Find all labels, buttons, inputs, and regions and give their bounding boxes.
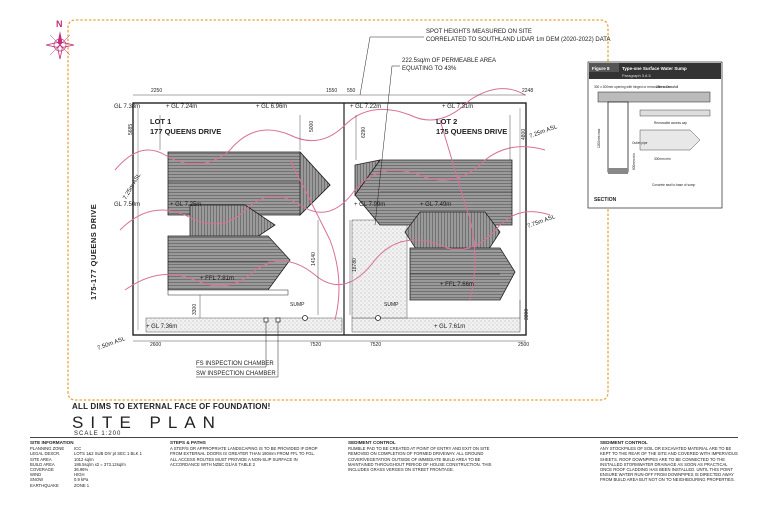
figure-label-outlet: Outlet pipe — [632, 141, 648, 145]
steps-paths-note: STEPS & PATHS A STEP/S OR APPROPRIATE LA… — [170, 440, 320, 467]
lot1-address: 177 QUEENS DRIVE — [150, 127, 221, 136]
dim-5000: 5000 — [309, 121, 315, 132]
spot-heights-line1: SPOT HEIGHTS MEASURED ON SITE — [426, 29, 532, 35]
figure-label-grating: 300 x 300mm opening with hinged or remov… — [594, 85, 672, 89]
lot2-address: 175 QUEENS DRIVE — [436, 127, 507, 136]
dim-3300-b: 3300 — [524, 309, 530, 320]
gl-696: + GL 6.96m — [256, 104, 287, 110]
gl-738: GL 7.38m — [114, 104, 140, 110]
dims-note: ALL DIMS TO EXTERNAL FACE OF FOUNDATION! — [72, 402, 271, 411]
dimension-lines — [133, 94, 526, 342]
figure-label-removable: Removable access cap — [654, 121, 687, 125]
steps-text: A STEP/S OR APPROPRIATE LANDSCAPING IS T… — [170, 446, 318, 467]
sw-chamber — [275, 317, 281, 323]
gl-722: + GL 7.22m — [350, 104, 381, 110]
driveway-lot2 — [351, 317, 521, 333]
gl-731: + GL 7.31m — [442, 104, 473, 110]
side-path — [351, 219, 408, 319]
figure-label-concrete: Concrete seal to base of sump — [652, 183, 695, 187]
sw-chamber-label: SW INSPECTION CHAMBER — [196, 371, 276, 377]
figure-section: SECTION — [594, 197, 617, 203]
notes-divider — [30, 437, 738, 438]
street-label: 175-177 QUEENS DRIVE — [89, 204, 98, 300]
gl-799: + GL 7.99m — [354, 202, 385, 208]
sump-label-2: SUMP — [384, 302, 399, 308]
dim-7520-a: 7520 — [310, 342, 321, 348]
lot1-house — [167, 150, 331, 296]
lot1-label: LOT 1 — [150, 117, 171, 126]
dim-7520-b: 7520 — [370, 342, 381, 348]
sediment-control-note-1: SEDIMENT CONTROL RUMBLE PAD TO BE CREATE… — [348, 440, 503, 472]
plan-scale: SCALE 1:200 — [74, 431, 122, 437]
asl-750: 7.50m ASL — [97, 336, 127, 352]
asl-775: 7.75m ASL — [527, 214, 557, 230]
sediment-control-note-2: SEDIMENT CONTROL ANY STOCKPILES OF SOIL … — [600, 440, 740, 483]
gl-724: + GL 7.24m — [166, 104, 197, 110]
dim-6290: 6290 — [361, 127, 367, 138]
north-label: N — [56, 19, 63, 29]
site-info-row: LEGAL DESCR.LOTS 1&2 SUB DIV pt SEC 1 BL… — [30, 451, 142, 457]
sediment1-text: RUMBLE PAD TO BE CREATED AT POINT OF ENT… — [348, 446, 492, 473]
gl-725: + GL 7.25m — [170, 202, 201, 208]
figure-label-1200: 1200mm max — [597, 128, 601, 148]
permeable-line1: 222.5sq/m OF PERMEABLE AREA — [402, 58, 496, 64]
plan-title: SITE PLAN — [72, 413, 222, 432]
lot2-label: LOT 2 — [436, 117, 457, 126]
dim-2600: 2600 — [150, 342, 161, 348]
gl-750: GL 7.50m — [114, 202, 140, 208]
gl-761: + GL 7.61m — [434, 324, 465, 330]
lot2-house — [354, 159, 516, 301]
driveway-lot1 — [145, 317, 343, 333]
sump-lot2 — [375, 315, 381, 321]
sump-label-1: SUMP — [290, 302, 305, 308]
gl-749: + GL 7.49m — [420, 202, 451, 208]
dim-2250: 2250 — [151, 88, 162, 94]
figure-label-depth: 300mm min — [654, 157, 671, 161]
sump-detail-figure — [587, 61, 723, 209]
figure-subtitle: Paragraph 3.6.5 — [622, 73, 651, 78]
gl-736: + GL 7.36m — [146, 324, 177, 330]
figure-label-crossfall: 25mm Crossfall — [656, 85, 678, 89]
site-info-heading: SITE INFORMATION — [30, 440, 74, 445]
fs-chamber-label: FS INSPECTION CHAMBER — [196, 361, 274, 367]
dim-1550: 1550 — [326, 88, 337, 94]
fs-chamber — [263, 317, 269, 323]
ffl-781: + FFL 7.81m — [200, 276, 234, 282]
dim-550: 550 — [347, 88, 356, 94]
permeable-line2: EQUATING TO 43% — [402, 66, 457, 72]
sediment2-text: ANY STOCKPILES OF SOIL OR EXCAVATED MATE… — [600, 446, 738, 483]
sediment1-heading: SEDIMENT CONTROL — [348, 440, 396, 445]
dim-4800: 4800 — [521, 129, 527, 140]
figure-label-600: 600mm min — [632, 153, 636, 170]
dim-2500: 2500 — [518, 342, 529, 348]
steps-heading: STEPS & PATHS — [170, 440, 206, 445]
site-boundary — [67, 19, 609, 401]
dim-5685: 5685 — [128, 124, 134, 135]
dim-18780: 18780 — [352, 258, 358, 272]
figure-tag: Figure 8 — [592, 66, 610, 71]
sump-lot1 — [302, 315, 308, 321]
sediment2-heading: SEDIMENT CONTROL — [600, 440, 648, 445]
dim-14140: 14140 — [311, 252, 317, 266]
dim-2248: 2248 — [522, 88, 533, 94]
figure-title: Type-one Surface Water Sump — [622, 66, 687, 71]
asl-725-right: 7.25m ASL — [529, 124, 559, 140]
ffl-766: + FFL 7.66m — [440, 282, 474, 288]
spot-heights-line2: CORRELATED TO SOUTHLAND LIDAR 1m DEM (20… — [426, 37, 611, 43]
north-compass-icon — [45, 31, 75, 60]
contour-lines — [114, 88, 551, 321]
dim-3300-a: 3300 — [192, 304, 198, 315]
